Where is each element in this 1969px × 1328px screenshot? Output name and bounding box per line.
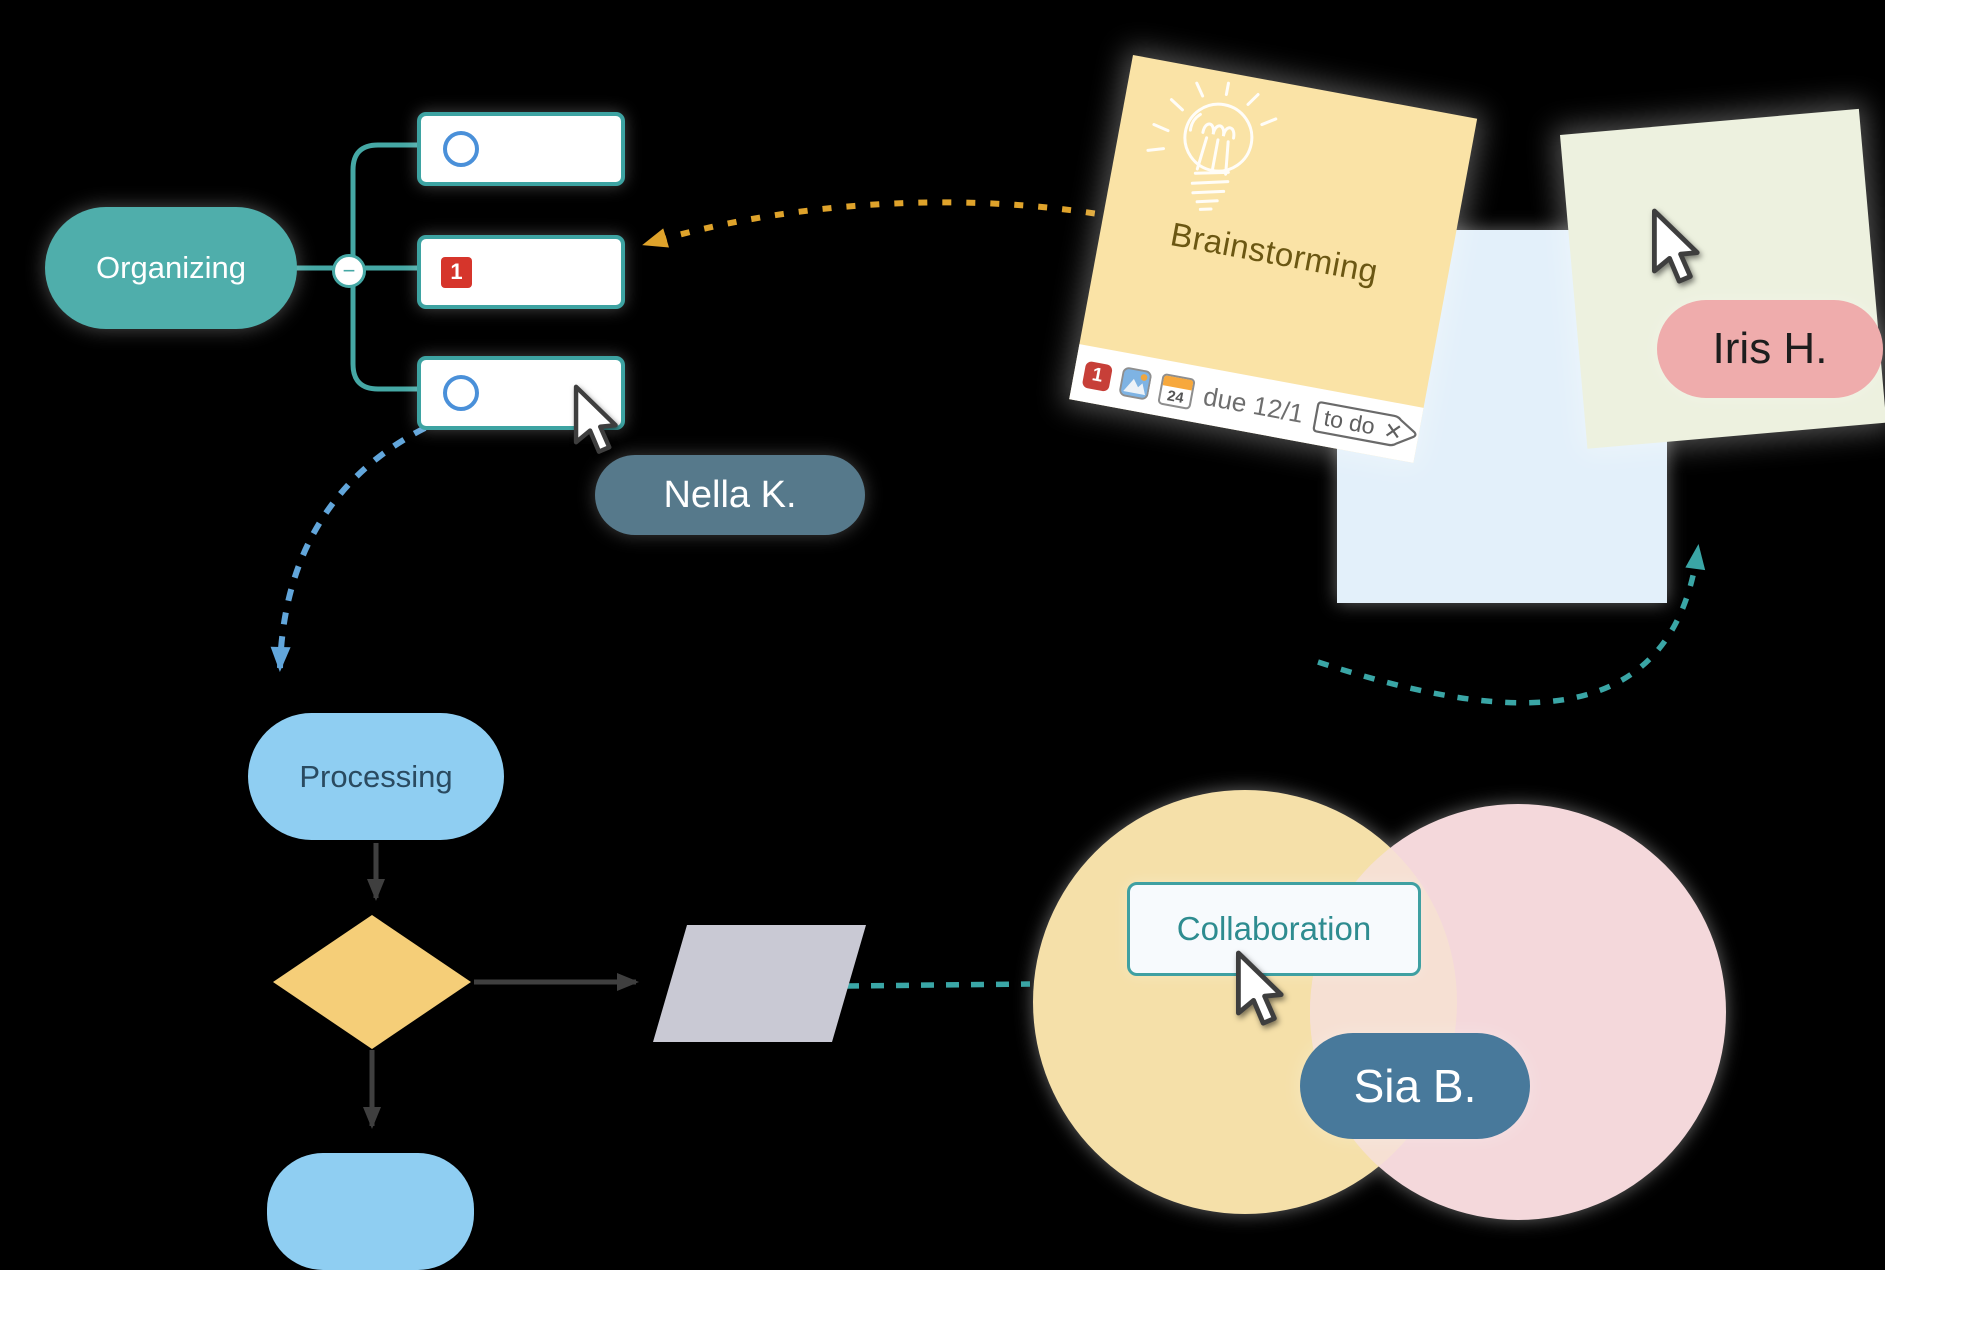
io-parallelogram[interactable] [653,925,866,1042]
mindmap-root-label: Organizing [96,250,246,285]
user-name: Nella K. [663,473,797,516]
due-date-label: due 12/1 [1201,380,1307,429]
image-attachment-icon [1119,366,1152,400]
teal-dashed-arrow [1317,544,1706,706]
user-name: Sia B. [1353,1060,1477,1112]
collaboration-button[interactable]: Collaboration [1127,882,1421,976]
process-start-node[interactable]: Processing [248,713,504,840]
collapse-toggle[interactable]: − [332,254,366,288]
process-start-label: Processing [299,758,453,794]
mindmap-branch-2[interactable]: 1 [417,235,625,309]
user-name: Iris H. [1712,324,1828,373]
collaboration-button-label: Collaboration [1176,910,1372,947]
collapse-symbol: − [342,258,356,283]
flowchart-connectors [363,843,639,1129]
lightbulb-sketch-icon [1146,81,1278,211]
mindmap-branch-3[interactable] [417,356,625,430]
calendar-icon: 24 [1158,373,1196,410]
cursor-icon-iris [1652,208,1700,284]
end-node[interactable] [267,1153,474,1270]
radio-icon [443,131,479,167]
count-badge: 1 [1081,360,1114,392]
calendar-day: 24 [1166,388,1186,407]
decision-diamond[interactable] [273,915,471,1049]
page-right-margin [1885,0,1969,1328]
page-bottom-margin [0,1270,1969,1328]
teal-dashed-connector [845,981,1031,989]
sticky-card-footer: 1 24 due 12/1 to do ✕ [1069,344,1424,463]
cursor-icon-sia [1236,950,1284,1026]
orange-dashed-arrow [642,199,1143,248]
blue-dashed-arrow [270,425,427,672]
tag-close-icon[interactable]: ✕ [1382,418,1405,446]
user-label-sia: Sia B. [1300,1033,1530,1139]
mindmap-branch-1[interactable] [417,112,625,186]
priority-badge: 1 [441,256,472,288]
mindmap-root-node[interactable]: Organizing [45,207,297,329]
venn-diagram [1033,790,1726,1220]
radio-icon [443,375,479,411]
user-label-nella: Nella K. [595,455,865,535]
todo-tag[interactable]: to do ✕ [1310,397,1422,454]
user-label-iris: Iris H. [1657,300,1883,398]
cursor-icon-nella [573,384,618,454]
brainstorming-sticky-card[interactable]: Brainstorming 1 24 due 12/1 to do ✕ [1069,55,1478,463]
